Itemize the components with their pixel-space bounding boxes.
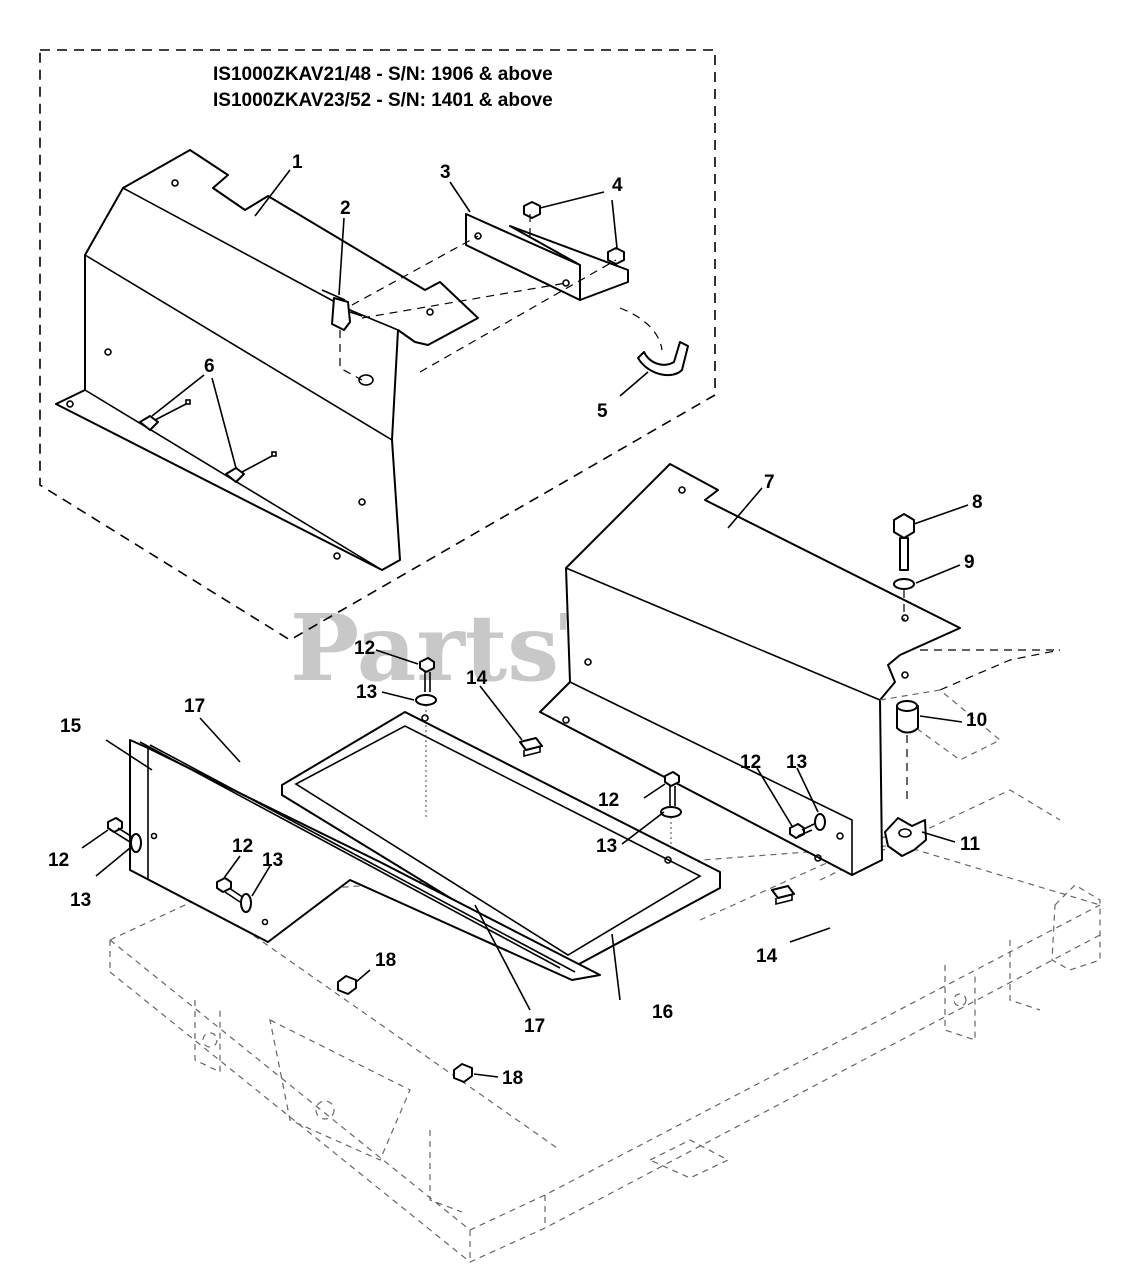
callout-11: 11 — [960, 834, 981, 855]
callout-10: 10 — [966, 710, 987, 731]
leader-lines — [81, 169, 969, 1078]
part-2-valve — [321, 289, 363, 381]
inset-frame — [39, 49, 716, 641]
callout-7: 7 — [764, 472, 775, 493]
callout-18: 18 — [375, 950, 396, 971]
part-14-clips — [519, 737, 795, 906]
callout-12: 12 — [232, 836, 253, 857]
callout-15: 15 — [60, 716, 82, 737]
callout-14: 14 — [756, 946, 778, 967]
part-4-nuts — [523, 201, 625, 265]
part-3-bracket — [465, 213, 629, 301]
callout-13: 13 — [356, 682, 377, 703]
callout-4: 4 — [612, 175, 623, 196]
callout-5: 5 — [597, 401, 608, 422]
assembly-line — [351, 235, 479, 306]
callout-12: 12 — [48, 850, 69, 871]
assembly-line — [361, 282, 567, 319]
callout-18: 18 — [502, 1068, 523, 1089]
part-9-washer — [893, 578, 915, 620]
mower-frame — [109, 789, 1101, 1263]
callout-12: 12 — [354, 638, 375, 659]
part-11-knob — [884, 817, 927, 857]
callout-8: 8 — [972, 492, 983, 513]
callout-12: 12 — [740, 752, 761, 773]
part-12-bolts — [107, 657, 815, 903]
header-line-2: IS1000ZKAV23/52 - S/N: 1401 & above — [213, 90, 553, 111]
part-18-nuts — [337, 975, 473, 1083]
assembly-line — [939, 649, 1061, 691]
callout-9: 9 — [964, 552, 975, 573]
callout-14: 14 — [466, 668, 488, 689]
part-5-clamp — [637, 341, 689, 377]
part-17-seal — [139, 741, 576, 973]
part-7-cover — [539, 463, 961, 876]
callout-13: 13 — [596, 836, 617, 857]
assembly-line — [419, 259, 617, 373]
header-line-1: IS1000ZKAV21/48 - S/N: 1906 & above — [213, 64, 553, 85]
callout-1: 1 — [292, 152, 303, 173]
callout-13: 13 — [262, 850, 283, 871]
part-6-bolts — [139, 399, 277, 483]
callout-6: 6 — [204, 356, 215, 377]
part-16-floor-pan — [281, 711, 721, 971]
callout-16: 16 — [652, 1002, 673, 1023]
callout-2: 2 — [340, 198, 351, 219]
callout-12: 12 — [598, 790, 619, 811]
callout-13: 13 — [70, 890, 91, 911]
callout-13: 13 — [786, 752, 807, 773]
callout-3: 3 — [440, 162, 451, 183]
part-10-spacer — [896, 700, 919, 800]
callout-17: 17 — [524, 1016, 545, 1037]
assembly-line — [619, 307, 663, 351]
part-8-bolt — [893, 513, 915, 571]
callout-17: 17 — [184, 696, 205, 717]
part-1-cover — [55, 149, 479, 571]
